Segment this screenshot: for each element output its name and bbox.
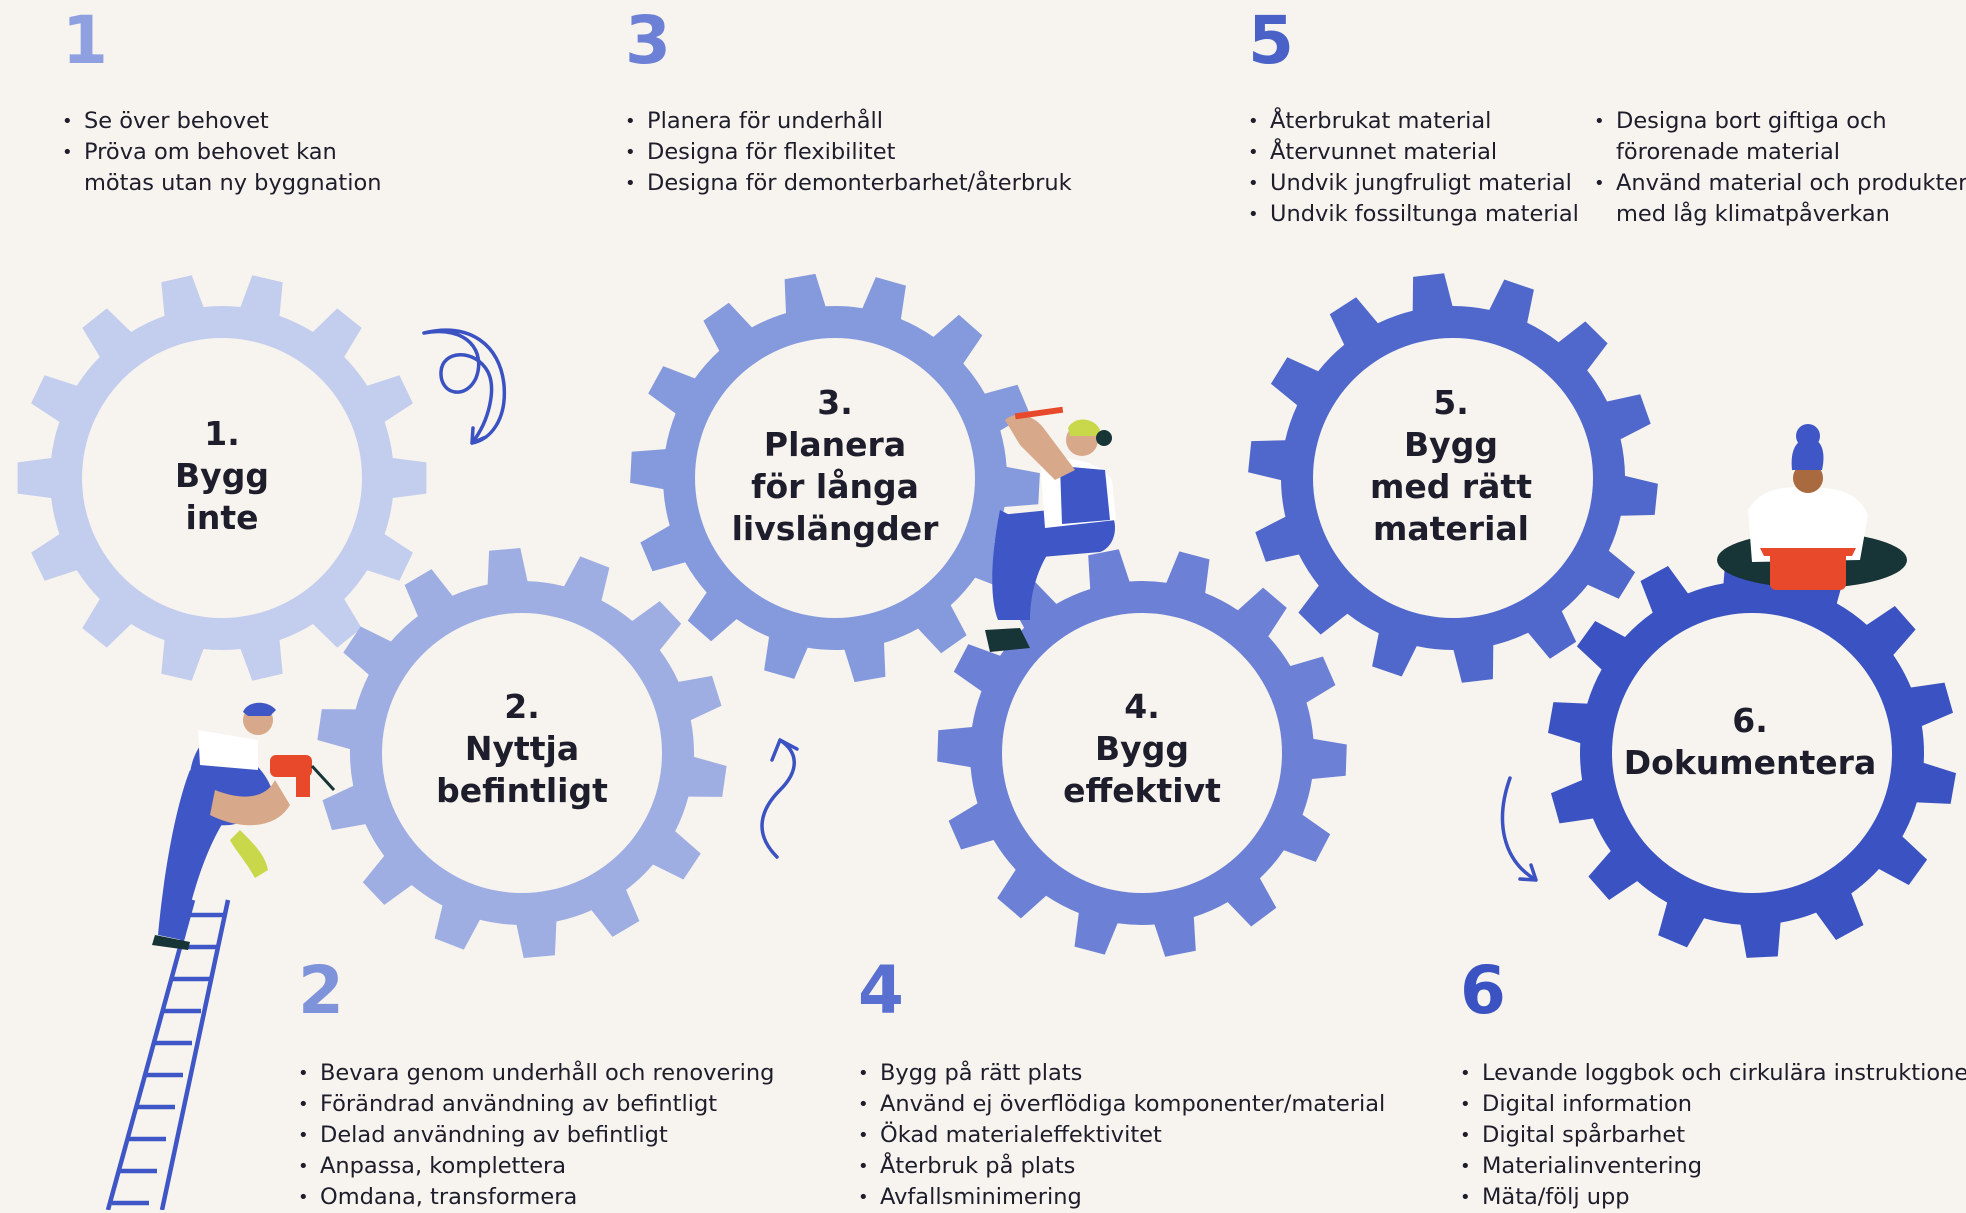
- list-item: Digital spårbarhet: [1460, 1120, 1966, 1151]
- step-6-list: Levande loggbok och cirkulära instruktio…: [1460, 1058, 1966, 1213]
- ladder-worker-drill: [105, 702, 336, 1210]
- list-item: Ökad materialeffektivitet: [858, 1120, 1385, 1151]
- step-number-4: 4: [858, 952, 904, 1029]
- list-item: Avfallsminimering: [858, 1182, 1385, 1213]
- step-5-list-right: Designa bort giftiga och förorenade mate…: [1594, 106, 1966, 230]
- gear-1-shape: [17, 275, 427, 681]
- list-item: Designa för flexibilitet: [625, 137, 1072, 168]
- list-item: Bygg på rätt plats: [858, 1058, 1385, 1089]
- gear-6-shape: [1548, 548, 1956, 958]
- worker-sitting-measuring: [985, 406, 1116, 652]
- list-item: Designa bort giftiga och: [1594, 106, 1966, 137]
- list-item: Pröva om behovet kan: [62, 137, 382, 168]
- list-item: Mäta/följ upp: [1460, 1182, 1966, 1213]
- list-item: förorenade material: [1616, 139, 1841, 165]
- gear-2-label: 2. Nyttja befintligt: [436, 687, 608, 810]
- gear-5-label: 5. Bygg med rätt material: [1370, 383, 1532, 548]
- loop-arrow-icon: [422, 328, 507, 445]
- woman-laptop-sitting: [1717, 424, 1907, 590]
- list-item: Bevara genom underhåll och renovering: [298, 1058, 774, 1089]
- step-number-3: 3: [625, 2, 671, 79]
- list-item: Använd material och produkter: [1594, 168, 1966, 199]
- step-1-list: Se över behovet Pröva om behovet kan möt…: [62, 106, 382, 199]
- list-item: mötas utan ny byggnation: [84, 170, 382, 196]
- step-number-1: 1: [62, 2, 108, 79]
- list-item: Levande loggbok och cirkulära instruktio…: [1460, 1058, 1966, 1089]
- list-item: Förändrad användning av befintligt: [298, 1089, 774, 1120]
- step-2-list: Bevara genom underhåll och renovering Fö…: [298, 1058, 774, 1213]
- list-item: Återbrukat material: [1248, 106, 1579, 137]
- step-number-6: 6: [1460, 952, 1506, 1029]
- list-item: Återbruk på plats: [858, 1151, 1385, 1182]
- gear-4-label: 4. Bygg effektivt: [1063, 687, 1221, 810]
- gear-5-shape: [1248, 273, 1658, 683]
- step-3-list: Planera för underhåll Designa för flexib…: [625, 106, 1072, 199]
- list-item: Delad användning av befintligt: [298, 1120, 774, 1151]
- step-4-list: Bygg på rätt plats Använd ej överflödiga…: [858, 1058, 1385, 1213]
- list-item: Digital information: [1460, 1089, 1966, 1120]
- step-number-5: 5: [1248, 2, 1294, 79]
- list-item: Se över behovet: [62, 106, 382, 137]
- list-item: Designa för demonterbarhet/återbruk: [625, 168, 1072, 199]
- list-item: med låg klimatpåverkan: [1616, 201, 1890, 227]
- gear-2-shape: [317, 548, 727, 958]
- gear-6-label: 6. Dokumentera: [1623, 701, 1877, 782]
- list-item: Omdana, transformera: [298, 1182, 774, 1213]
- list-item: Materialinventering: [1460, 1151, 1966, 1182]
- list-item: Planera för underhåll: [625, 106, 1072, 137]
- list-item: Undvik fossiltunga material: [1248, 199, 1579, 230]
- list-item: Använd ej överflödiga komponenter/materi…: [858, 1089, 1385, 1120]
- gear-3-label: 3. Planera för långa livslängder: [731, 383, 939, 548]
- step-5-list-left: Återbrukat material Återvunnet material …: [1248, 106, 1579, 230]
- list-item: Undvik jungfruligt material: [1248, 168, 1579, 199]
- wavy-arrow-icon: [760, 738, 799, 859]
- gear-1-label: 1. Bygg inte: [175, 414, 269, 537]
- gear-3-shape: [630, 273, 1040, 683]
- gear-4-shape: [937, 549, 1347, 957]
- list-item: Återvunnet material: [1248, 137, 1579, 168]
- list-item: Anpassa, komplettera: [298, 1151, 774, 1182]
- step-number-2: 2: [298, 952, 344, 1029]
- curved-arrow-icon: [1500, 776, 1538, 882]
